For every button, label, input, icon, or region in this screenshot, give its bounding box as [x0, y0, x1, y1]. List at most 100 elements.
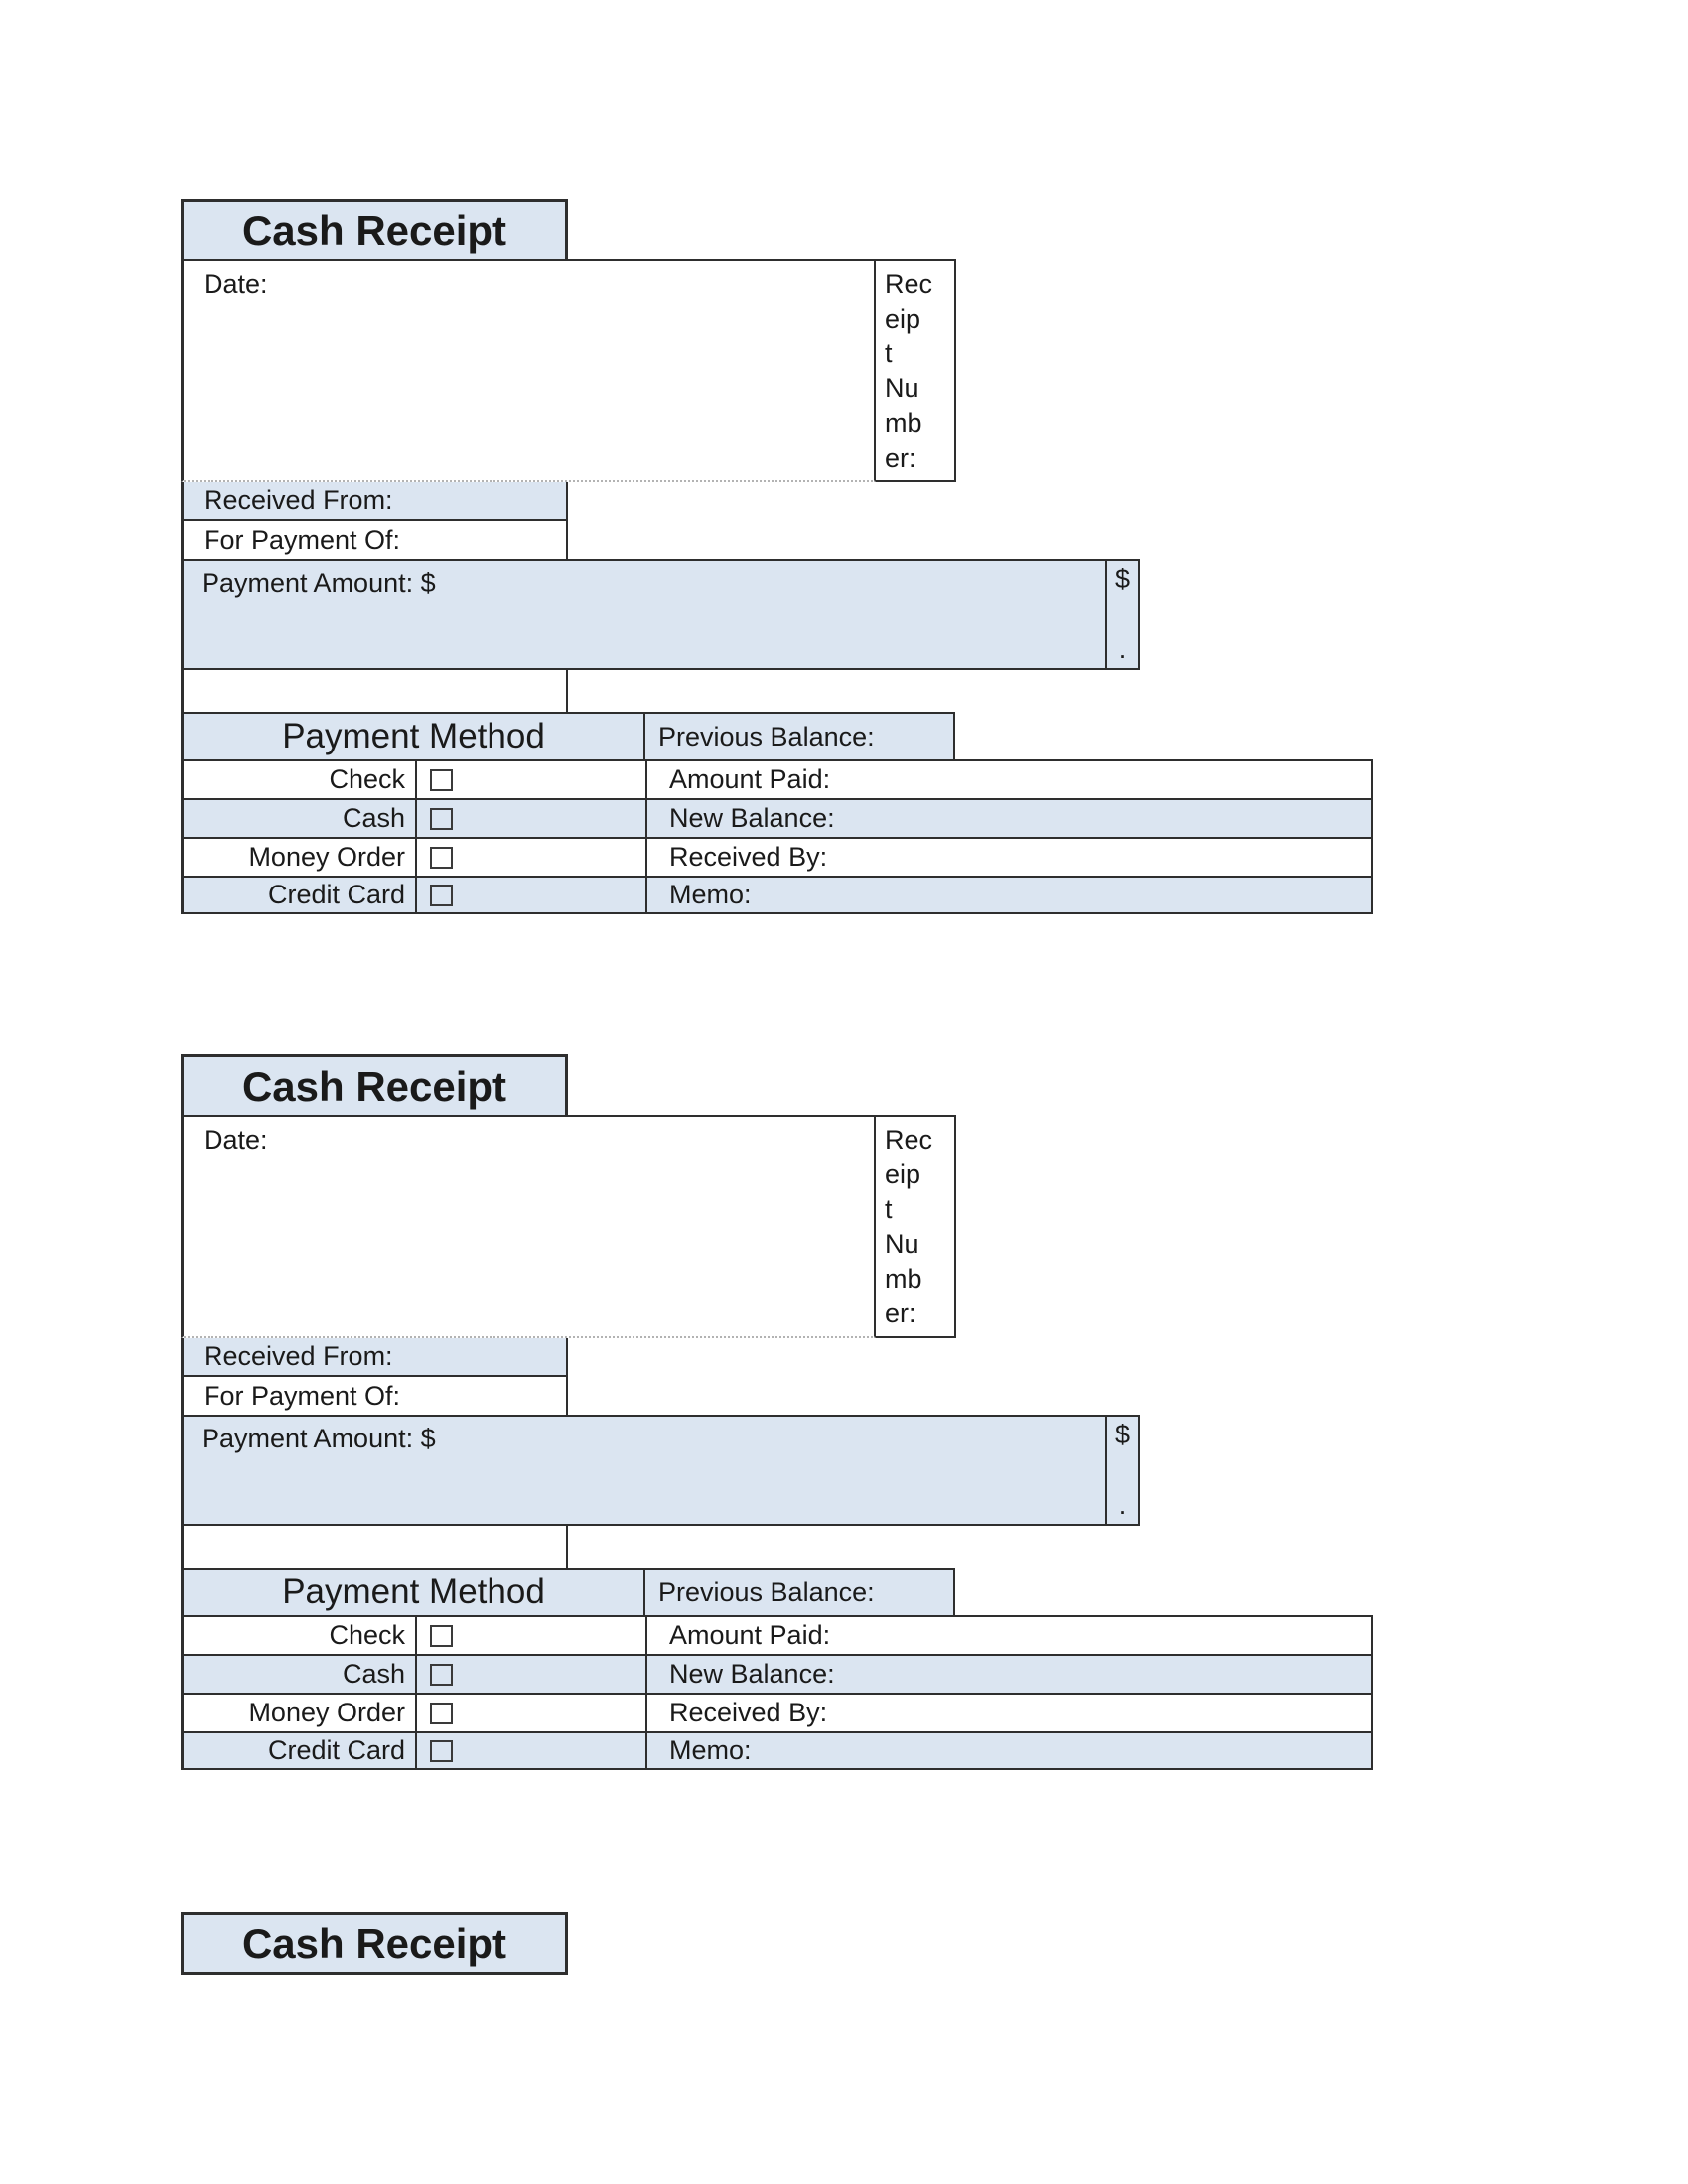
cash-label: Cash: [342, 803, 405, 833]
method-checkbox-cell-credit-card: [415, 876, 645, 914]
for-payment-of-label: For Payment Of:: [204, 524, 401, 555]
receipt-title: Cash Receipt: [241, 207, 507, 254]
check-label: Check: [329, 1620, 405, 1650]
credit-card-label: Credit Card: [267, 880, 405, 909]
payment-method-title: Payment Method: [282, 1572, 545, 1611]
previous-balance-cell[interactable]: Previous Balance:: [645, 1568, 955, 1615]
method-checkbox-cell-check: [415, 759, 645, 798]
method-label-cell-check: Check: [181, 1615, 415, 1654]
received-from-label: Received From:: [204, 1341, 393, 1371]
credit-card-label: Credit Card: [267, 1735, 405, 1765]
payment-method-header-cell: Payment Method: [181, 712, 645, 759]
dollar-sign: $: [1114, 564, 1131, 594]
receipt-number-label-line: t: [885, 339, 893, 368]
method-label-cell-money-order: Money Order: [181, 1693, 415, 1731]
receipt-number-cell[interactable]: Rec eip t Nu mb er:: [876, 1115, 956, 1338]
memo-cell[interactable]: Memo:: [645, 876, 1373, 914]
receipt-number-label-line: Nu: [885, 1229, 919, 1259]
method-checkbox-cell-money-order: [415, 837, 645, 876]
spacer-cell: [181, 670, 568, 712]
received-by-label: Received By:: [669, 842, 828, 872]
decimal-point: .: [1118, 1490, 1127, 1520]
for-payment-of-label: For Payment Of:: [204, 1380, 401, 1411]
money-order-checkbox[interactable]: [430, 846, 453, 869]
receipt-number-label-line: Rec: [885, 269, 933, 299]
date-cell[interactable]: Date:: [181, 259, 876, 482]
amount-paid-cell[interactable]: Amount Paid:: [645, 759, 1373, 798]
receipt-number-cell[interactable]: Rec eip t Nu mb er:: [876, 259, 956, 482]
method-label-cell-cash: Cash: [181, 798, 415, 837]
receipt-number-label-line: eip: [885, 1160, 921, 1189]
method-label-cell-credit-card: Credit Card: [181, 1731, 415, 1770]
received-by-cell[interactable]: Received By:: [645, 1693, 1373, 1731]
receipt-title: Cash Receipt: [241, 1063, 507, 1110]
cash-label: Cash: [342, 1659, 405, 1689]
cash-checkbox[interactable]: [430, 807, 453, 830]
method-checkbox-cell-cash: [415, 1654, 645, 1693]
previous-balance-cell[interactable]: Previous Balance:: [645, 712, 955, 759]
method-label-cell-money-order: Money Order: [181, 837, 415, 876]
dollar-sign: $: [1114, 1420, 1131, 1449]
date-cell[interactable]: Date:: [181, 1115, 876, 1338]
money-order-label: Money Order: [248, 842, 405, 872]
memo-label: Memo:: [669, 880, 752, 909]
for-payment-of-cell[interactable]: For Payment Of:: [181, 521, 568, 559]
payment-amount-label: Payment Amount: $: [202, 1424, 436, 1453]
received-by-cell[interactable]: Received By:: [645, 837, 1373, 876]
new-balance-label: New Balance:: [669, 1659, 835, 1689]
spacer-cell: [181, 1526, 568, 1568]
new-balance-cell[interactable]: New Balance:: [645, 1654, 1373, 1693]
check-label: Check: [329, 764, 405, 794]
date-label: Date:: [204, 269, 268, 299]
previous-balance-label: Previous Balance:: [658, 721, 875, 751]
receipt-number-label-line: Rec: [885, 1125, 933, 1155]
new-balance-label: New Balance:: [669, 803, 835, 833]
amount-dollar-column[interactable]: $ .: [1107, 1415, 1140, 1526]
amount-dollar-column[interactable]: $ .: [1107, 559, 1140, 670]
memo-cell[interactable]: Memo:: [645, 1731, 1373, 1770]
method-checkbox-cell-check: [415, 1615, 645, 1654]
decimal-point: .: [1118, 634, 1127, 664]
receipt-number-label-line: t: [885, 1194, 893, 1224]
amount-paid-label: Amount Paid:: [669, 1620, 831, 1650]
amount-paid-cell[interactable]: Amount Paid:: [645, 1615, 1373, 1654]
for-payment-of-cell[interactable]: For Payment Of:: [181, 1377, 568, 1415]
receipt-number-label-line: Nu: [885, 373, 919, 403]
money-order-checkbox[interactable]: [430, 1702, 453, 1724]
method-checkbox-cell-money-order: [415, 1693, 645, 1731]
previous-balance-label: Previous Balance:: [658, 1576, 875, 1607]
received-from-cell[interactable]: Received From:: [181, 1338, 568, 1377]
amount-paid-label: Amount Paid:: [669, 764, 831, 794]
receipt-title-box: Cash Receipt: [181, 1912, 568, 1975]
receipt-number-label-line: eip: [885, 304, 921, 334]
receipt-number-label-line: er:: [885, 1298, 916, 1328]
payment-amount-cell[interactable]: Payment Amount: $: [181, 559, 1107, 670]
new-balance-cell[interactable]: New Balance:: [645, 798, 1373, 837]
check-checkbox[interactable]: [430, 768, 453, 791]
credit-card-checkbox[interactable]: [430, 1739, 453, 1762]
received-from-label: Received From:: [204, 485, 393, 515]
money-order-label: Money Order: [248, 1698, 405, 1727]
receipt-number-label-line: mb: [885, 408, 922, 438]
method-label-cell-credit-card: Credit Card: [181, 876, 415, 914]
method-label-cell-cash: Cash: [181, 1654, 415, 1693]
payment-amount-cell[interactable]: Payment Amount: $: [181, 1415, 1107, 1526]
payment-method-title: Payment Method: [282, 717, 545, 755]
payment-method-header-cell: Payment Method: [181, 1568, 645, 1615]
memo-label: Memo:: [669, 1735, 752, 1765]
receipt-title-box: Cash Receipt: [181, 1054, 568, 1117]
received-by-label: Received By:: [669, 1698, 828, 1727]
method-label-cell-check: Check: [181, 759, 415, 798]
receipt-number-label-line: mb: [885, 1264, 922, 1294]
payment-amount-label: Payment Amount: $: [202, 568, 436, 598]
date-label: Date:: [204, 1125, 268, 1155]
credit-card-checkbox[interactable]: [430, 884, 453, 906]
method-checkbox-cell-cash: [415, 798, 645, 837]
receipt-title: Cash Receipt: [241, 1919, 507, 1967]
cash-checkbox[interactable]: [430, 1663, 453, 1686]
method-checkbox-cell-credit-card: [415, 1731, 645, 1770]
received-from-cell[interactable]: Received From:: [181, 482, 568, 521]
check-checkbox[interactable]: [430, 1624, 453, 1647]
receipt-title-box: Cash Receipt: [181, 199, 568, 261]
